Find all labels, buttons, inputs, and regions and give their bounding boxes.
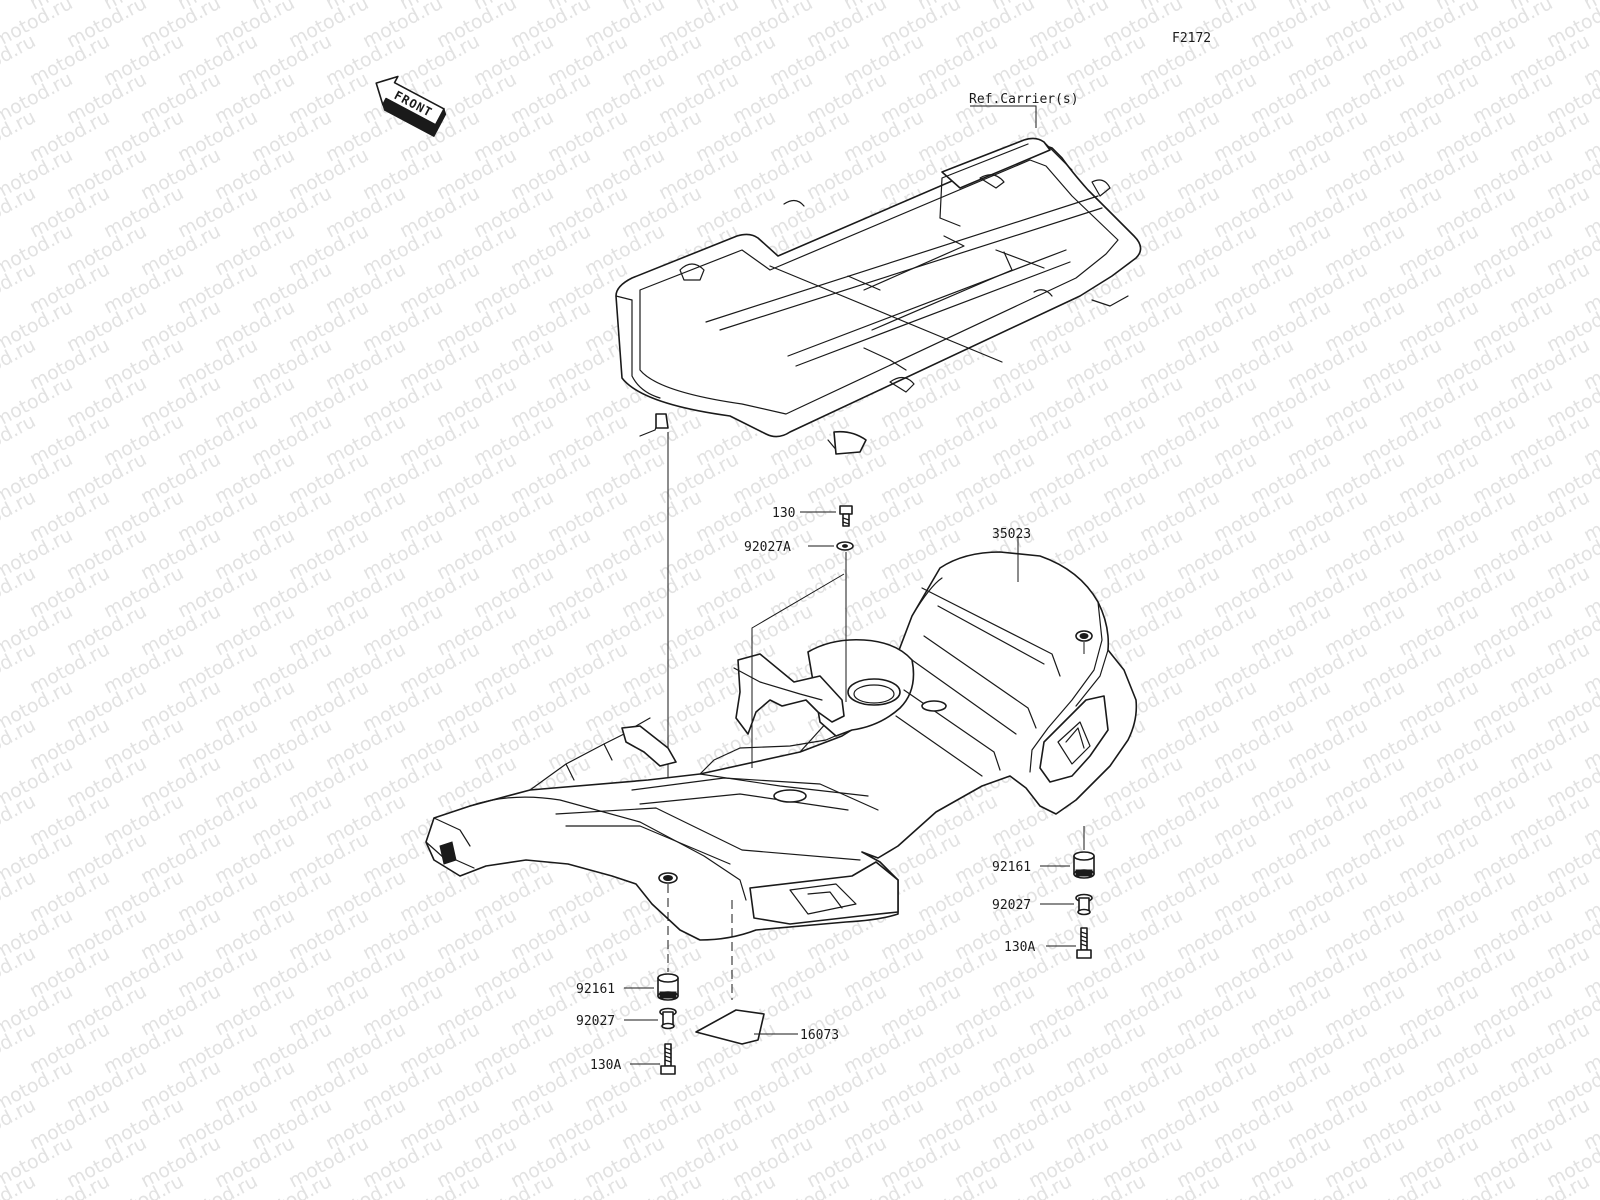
- callout-92161-right: 92161: [992, 860, 1031, 875]
- damper-92161-left: [657, 973, 679, 1001]
- callout-92027a: 92027A: [744, 540, 791, 555]
- callout-92161-left: 92161: [576, 982, 615, 997]
- ref-carrier-label: Ref.Carrier(s): [969, 92, 1079, 107]
- callout-16073: 16073: [800, 1028, 839, 1043]
- callout-92027-left: 92027: [576, 1014, 615, 1029]
- callout-130a-left: 130A: [590, 1058, 621, 1073]
- washer-92027a: [836, 541, 854, 551]
- collar-92027-right: [1075, 893, 1093, 916]
- callout-92027-right: 92027: [992, 898, 1031, 913]
- callout-130-top: 130: [772, 506, 795, 521]
- callout-130a-right: 130A: [1004, 940, 1035, 955]
- callout-35023: 35023: [992, 527, 1031, 542]
- figure-code: F2172: [1172, 31, 1211, 46]
- collar-92027-left: [659, 1007, 677, 1030]
- damper-92161-right: [1073, 851, 1095, 879]
